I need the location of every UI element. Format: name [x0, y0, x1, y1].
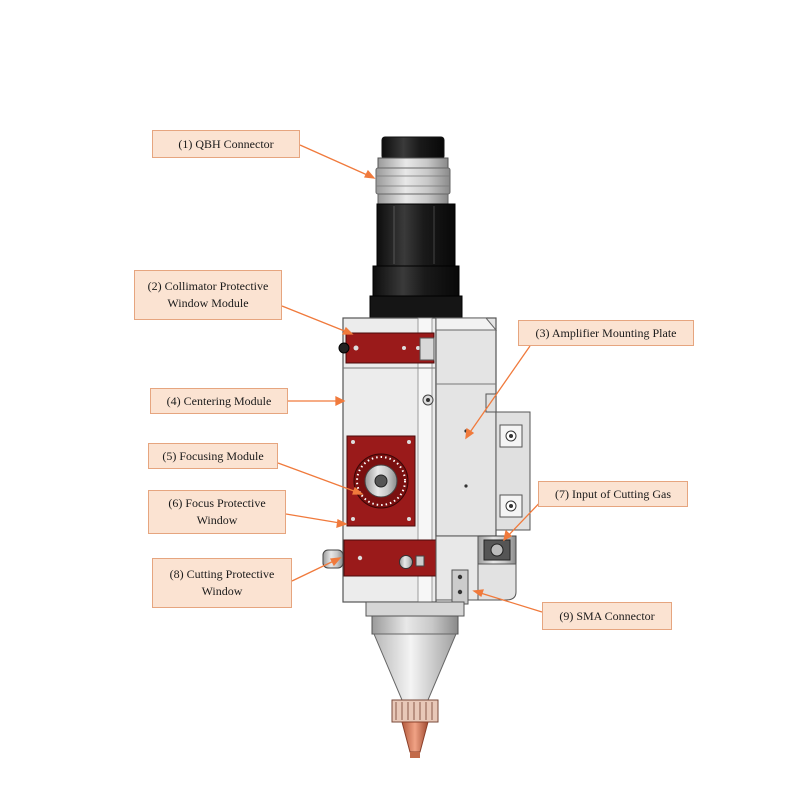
- leader-qbh: [299, 144, 375, 179]
- nozzle-cone: [373, 633, 457, 758]
- leader-collimator: [281, 305, 353, 335]
- collimator-window-plate: [338, 332, 435, 364]
- label-focusing-module: (5) Focusing Module: [148, 443, 278, 469]
- collimator-tube: [369, 203, 463, 319]
- label-centering-module: (4) Centering Module: [150, 388, 288, 414]
- label-cutting-gas: (7) Input of Cutting Gas: [538, 481, 688, 507]
- leader-focusing: [277, 462, 363, 495]
- label-focus-window: (6) Focus Protective Window: [148, 490, 286, 534]
- leader-amplifier: [465, 345, 531, 439]
- leader-focus-window: [285, 513, 347, 525]
- label-collimator-window: (2) Collimator Protective Window Module: [134, 270, 282, 320]
- qbh-connector: [375, 136, 451, 205]
- label-amplifier-plate: (3) Amplifier Mounting Plate: [518, 320, 694, 346]
- focusing-module-plate: [346, 435, 416, 527]
- cutting-gas-inlet: [477, 535, 517, 565]
- label-sma-connector: (9) SMA Connector: [542, 602, 672, 630]
- amplifier-mounting-plate: [485, 393, 531, 531]
- lower-flange: [365, 601, 465, 635]
- sma-connector-body: [435, 535, 517, 605]
- leader-lines: [277, 144, 549, 613]
- label-qbh-connector: (1) QBH Connector: [152, 130, 300, 158]
- cutting-window-plate: [322, 539, 437, 577]
- label-cutting-window: (8) Cutting Protective Window: [152, 558, 292, 608]
- leader-sma: [473, 590, 543, 613]
